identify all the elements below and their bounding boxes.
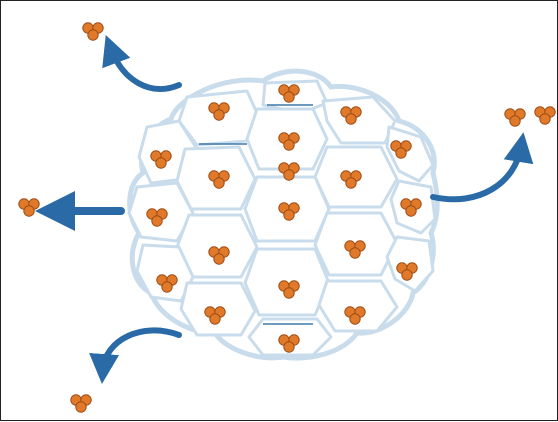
particle-dot bbox=[402, 270, 412, 280]
particle-dot bbox=[76, 402, 86, 412]
particle-dot bbox=[346, 114, 356, 124]
particle-dot bbox=[88, 30, 98, 40]
particle-dot bbox=[510, 116, 520, 126]
particle-dot bbox=[350, 248, 360, 258]
released-particle-cluster-icon bbox=[505, 109, 525, 126]
particle-dot bbox=[24, 206, 34, 216]
arrow-down-left bbox=[103, 330, 179, 369]
particle-dot bbox=[214, 254, 224, 264]
particle-dot bbox=[156, 158, 166, 168]
released-particle-cluster-icon bbox=[19, 199, 39, 216]
particle-dot bbox=[152, 216, 162, 226]
cell-aggregate bbox=[129, 71, 437, 358]
released-particle-cluster-icon bbox=[71, 395, 91, 412]
particle-dot bbox=[396, 148, 406, 158]
released-particle-cluster-icon bbox=[535, 107, 555, 124]
particle-dot bbox=[284, 92, 294, 102]
particle-dot bbox=[210, 314, 220, 324]
arrow-up-left bbox=[111, 49, 179, 89]
particle-dot bbox=[284, 170, 294, 180]
particle-dot bbox=[406, 206, 416, 216]
particle-dot bbox=[284, 210, 294, 220]
particle-dot bbox=[284, 342, 294, 352]
particle-dot bbox=[284, 288, 294, 298]
particle-dot bbox=[214, 178, 224, 188]
released-particle-cluster-icon bbox=[83, 23, 103, 40]
particle-dot bbox=[346, 178, 356, 188]
particle-dot bbox=[540, 114, 550, 124]
arrow-up-right bbox=[433, 147, 521, 199]
particle-dot bbox=[284, 140, 294, 150]
particle-dot bbox=[214, 110, 224, 120]
particle-dot bbox=[350, 314, 360, 324]
particle-dot bbox=[162, 282, 172, 292]
